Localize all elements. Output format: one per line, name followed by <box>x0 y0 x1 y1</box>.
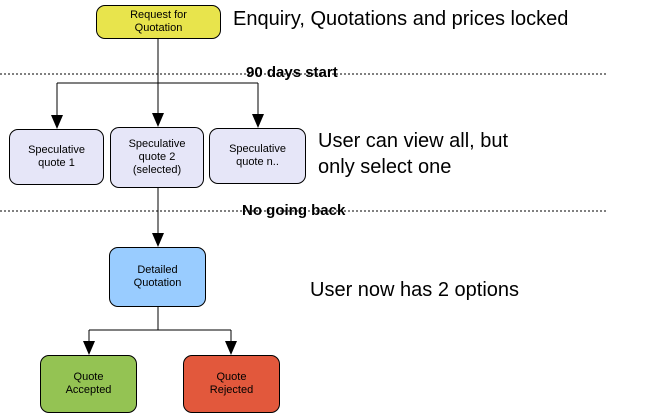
arrowhead-accepted <box>83 341 95 355</box>
annotation-90-days-start: 90 days start <box>246 64 338 81</box>
annotation-enquiry-locked: Enquiry, Quotations and prices locked <box>233 8 569 30</box>
node-speculative-quote-2-selected: Speculative quote 2 (selected) <box>110 127 204 188</box>
node-speculative-quote-1: Speculative quote 1 <box>9 129 104 185</box>
annotation-no-going-back: No going back <box>242 202 346 219</box>
node-quote-rejected: Quote Rejected <box>183 355 280 413</box>
arrowhead-spec1 <box>51 115 63 129</box>
node-request-for-quotation: Request for Quotation <box>96 5 221 39</box>
annotation-user-can-view-all: User can view all, but only select one <box>318 130 509 178</box>
arrowhead-spec2 <box>152 113 164 127</box>
node-speculative-quote-n: Speculative quote n.. <box>209 128 306 184</box>
arrowhead-spec3 <box>252 114 264 128</box>
arrowhead-rejected <box>225 341 237 355</box>
node-detailed-quotation: Detailed Quotation <box>109 247 206 307</box>
node-quote-accepted: Quote Accepted <box>40 355 137 413</box>
annotation-user-2-options: User now has 2 options <box>310 279 520 301</box>
arrowhead-detailed <box>152 233 164 247</box>
